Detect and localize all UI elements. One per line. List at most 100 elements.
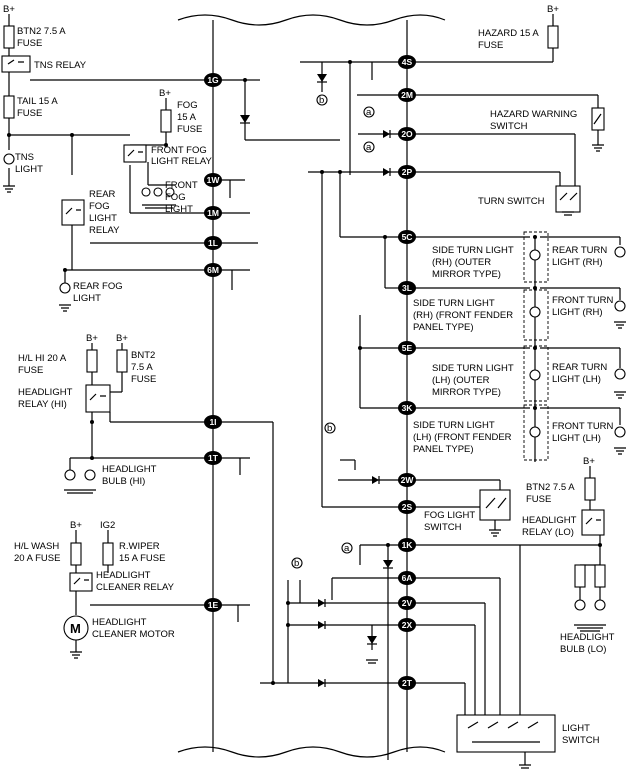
headlight-bulb-lo-label-2: BULB (LO) bbox=[560, 644, 606, 655]
bnt2-fuse-label-2: 7.5 A bbox=[131, 362, 153, 373]
hazard-switch-label-2: SWITCH bbox=[490, 121, 528, 132]
grounds bbox=[3, 144, 626, 769]
side-lh-outer-icon bbox=[529, 369, 541, 381]
rear-turn-lh-label-1: REAR TURN bbox=[552, 362, 607, 373]
connector-pin-right-14: 2T bbox=[398, 676, 416, 690]
headlight-cleaner-motor-label-1: HEADLIGHT bbox=[92, 617, 147, 628]
btn2-fuse bbox=[3, 25, 15, 49]
front-fog-relay-label-1: FRONT FOG bbox=[151, 145, 207, 156]
ref-b-2: b bbox=[327, 423, 332, 434]
connector-pin-right-8: 2W bbox=[398, 473, 416, 487]
ref-a-2: a bbox=[366, 142, 372, 153]
fog-fuse-label-1: FOG bbox=[177, 100, 198, 111]
bplus-label-5: B+ bbox=[70, 520, 82, 531]
connector-pin-label: 3L bbox=[402, 283, 412, 293]
bplus-label-4: B+ bbox=[116, 333, 128, 344]
front-fog-light-label-2: FOG bbox=[165, 192, 186, 203]
hazard-fuse bbox=[547, 25, 559, 49]
front-turn-rh-icon bbox=[614, 300, 626, 312]
headlight-bulb-hi-label-2: BULB (HI) bbox=[102, 476, 145, 487]
lamps: M bbox=[3, 153, 626, 641]
bplus-label-6: B+ bbox=[547, 4, 559, 15]
connector-pin-left-4: 6M bbox=[204, 263, 222, 277]
tail-fuse-label-1: TAIL 15 A bbox=[17, 96, 58, 107]
connector-pin-right-9: 2S bbox=[398, 500, 416, 514]
headlight-bulb-hi-icon-2 bbox=[84, 469, 96, 481]
junctions bbox=[7, 60, 602, 685]
fog-switch-label-2: SWITCH bbox=[424, 522, 462, 533]
side-lh-fender-icon bbox=[529, 426, 541, 438]
connector-pin-label: 1W bbox=[207, 175, 221, 185]
rear-turn-rh-icon bbox=[614, 246, 626, 258]
connector-pin-left-2: 1M bbox=[204, 206, 222, 220]
front-turn-lh-icon bbox=[614, 426, 626, 438]
ref-b-3: b bbox=[294, 558, 299, 569]
turn-switch bbox=[555, 185, 581, 213]
rear-fog-relay-label-2: FOG bbox=[89, 201, 110, 212]
connector-pin-label: 2P bbox=[402, 167, 413, 177]
connector-pin-label: 5E bbox=[402, 343, 413, 353]
connector-pin-left-0: 1G bbox=[204, 73, 222, 87]
connector-pin-right-5: 3L bbox=[398, 281, 416, 295]
rear-turn-lh-icon bbox=[614, 368, 626, 380]
headlight-relay-lo-label-2: RELAY (LO) bbox=[522, 527, 574, 538]
side-lh-fender-label-2: (LH) (FRONT FENDER bbox=[413, 432, 512, 443]
motor-symbol: M bbox=[70, 621, 81, 636]
bplus-label-2: B+ bbox=[159, 88, 171, 99]
connector-pin-right-4: 5C bbox=[398, 230, 416, 244]
connector-pin-label: 2O bbox=[401, 129, 413, 139]
ig2-label: IG2 bbox=[100, 520, 115, 531]
side-lh-fender-label-1: SIDE TURN LIGHT bbox=[413, 420, 495, 431]
connector-pin-label: 2X bbox=[402, 620, 413, 630]
connector-pin-right-11: 6A bbox=[398, 571, 416, 585]
headlight-lo-left-fuse bbox=[574, 564, 586, 588]
rwiper-fuse bbox=[102, 542, 114, 566]
btn2-lo-fuse bbox=[584, 477, 596, 501]
connector-pin-right-3: 2P bbox=[398, 165, 416, 179]
fog-fuse-label-3: FUSE bbox=[177, 124, 202, 135]
rear-turn-rh-label-2: LIGHT (RH) bbox=[552, 257, 603, 268]
headlight-bulb-lo-label-1: HEADLIGHT bbox=[560, 632, 615, 643]
side-rh-outer-label-2: (RH) (OUTER bbox=[432, 257, 491, 268]
connector-pin-right-10: 1K bbox=[398, 538, 416, 552]
headlight-cleaner-relay-label-1: HEADLIGHT bbox=[96, 570, 151, 581]
side-rh-outer-icon bbox=[529, 249, 541, 261]
bnt2-fuse-label-1: BNT2 bbox=[131, 350, 155, 361]
light-switch bbox=[456, 714, 556, 753]
bplus-label-1: B+ bbox=[3, 4, 15, 15]
hl-wash-fuse-label-2: 20 A FUSE bbox=[14, 553, 60, 564]
rear-fog-light-label-1: REAR FOG bbox=[73, 281, 123, 292]
connector-pin-label: 1T bbox=[208, 453, 219, 463]
tns-relay bbox=[1, 55, 31, 73]
front-fog-relay-label-2: LIGHT RELAY bbox=[151, 156, 213, 167]
connector-pin-label: 4S bbox=[402, 57, 413, 67]
headlight-bulb-hi-icon-1 bbox=[64, 469, 76, 481]
rear-fog-relay bbox=[61, 199, 85, 226]
rear-fog-relay-label-1: REAR bbox=[89, 189, 116, 200]
connector-pin-label: 1G bbox=[207, 75, 219, 85]
headlight-relay-hi-label-2: RELAY (HI) bbox=[18, 399, 67, 410]
side-lh-outer-label-2: (LH) (OUTER bbox=[432, 375, 490, 386]
headlight-cleaner-relay bbox=[69, 572, 93, 592]
side-rh-outer-label-3: MIRROR TYPE) bbox=[432, 269, 501, 280]
side-turn-boxes bbox=[523, 231, 549, 461]
rear-fog-relay-label-4: RELAY bbox=[89, 225, 120, 236]
fog-switch-label-1: FOG LIGHT bbox=[424, 510, 475, 521]
light-switch-label-1: LIGHT bbox=[562, 723, 590, 734]
connector-pin-label: 3K bbox=[402, 403, 414, 413]
rwiper-fuse-label-1: R.WIPER bbox=[119, 541, 160, 552]
side-rh-fender-label-2: (RH) (FRONT FENDER bbox=[413, 310, 513, 321]
connector-pin-right-1: 2M bbox=[398, 88, 416, 102]
bnt2-fuse bbox=[116, 349, 128, 373]
diodes bbox=[240, 74, 393, 687]
front-turn-lh-label-1: FRONT TURN bbox=[552, 421, 614, 432]
connector-pin-label: 6A bbox=[402, 573, 413, 583]
connector-pin-right-13: 2X bbox=[398, 618, 416, 632]
hazard-switch-label-1: HAZARD WARNING bbox=[490, 109, 577, 120]
connector-pin-left-7: 1E bbox=[204, 598, 222, 612]
fog-fuse-label-2: 15 A bbox=[177, 112, 197, 123]
tns-light-label-1: TNS bbox=[15, 152, 34, 163]
connector-pin-label: 1E bbox=[208, 600, 219, 610]
